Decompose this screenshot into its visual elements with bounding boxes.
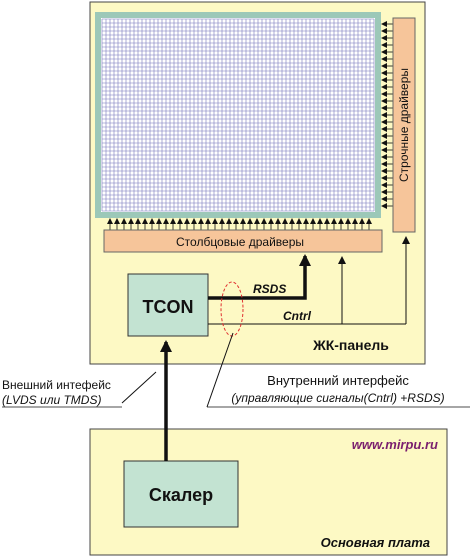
- tcon-block: [127, 273, 209, 337]
- rsds-label: RSDS: [253, 282, 286, 296]
- column-drivers-label: Столбцовые драйверы: [176, 235, 304, 249]
- external-interface-sub: (LVDS или TMDS): [2, 393, 101, 407]
- lcd-panel-label: ЖК-панель: [312, 337, 389, 353]
- row-drivers-label: Строчные драйверы: [397, 68, 411, 182]
- cntrl-label: Cntrl: [283, 309, 312, 323]
- tcon-label: TCON: [143, 297, 194, 317]
- row-driver-lines: [381, 21, 393, 209]
- column-driver-lines: [107, 218, 372, 230]
- scaler-label: Скалер: [149, 485, 213, 505]
- internal-interface-sub: (управляющие сигналы(Cntrl) +RSDS): [231, 391, 444, 405]
- column-drivers-block: [103, 229, 383, 253]
- internal-interface-title: Внутренний интерфейс: [267, 373, 409, 388]
- external-callout-line: [121, 371, 157, 404]
- row-drivers-block: [392, 17, 416, 233]
- watermark: www.mirpu.ru: [352, 437, 438, 452]
- external-interface-title: Внешний интефейс: [2, 378, 111, 392]
- rsds-line: [208, 254, 311, 300]
- pixel-matrix-grid: [101, 18, 375, 212]
- scaler-block: [123, 460, 239, 528]
- internal-callout-line: [206, 332, 234, 408]
- main-board-label: Основная плата: [321, 535, 430, 550]
